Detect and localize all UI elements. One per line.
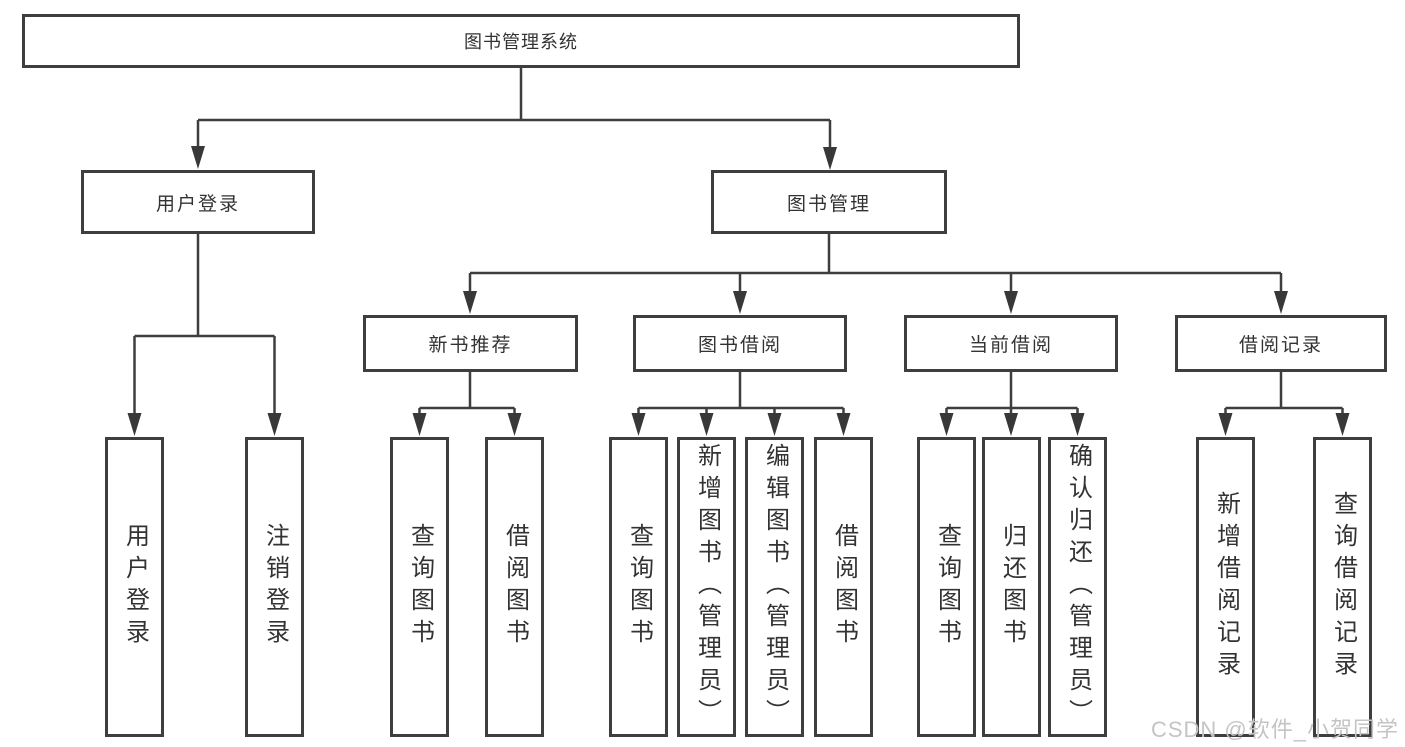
node-query-borrow-record: 查询借阅记录 [1313, 437, 1372, 737]
connector-current-borrowing [945, 372, 1079, 418]
node-query-books-borrowing: 查询图书 [609, 437, 668, 737]
node-return-books: 归还图书 [982, 437, 1041, 737]
node-edit-books-admin: 编辑图书（管理员） [745, 437, 804, 737]
node-add-borrow-record: 新增借阅记录 [1196, 437, 1255, 737]
node-logout-leaf: 注销登录 [245, 437, 304, 737]
node-book-borrowing: 图书借阅 [633, 315, 847, 372]
node-book-management-branch: 图书管理 [711, 170, 947, 234]
node-add-books-admin: 新增图书（管理员） [677, 437, 736, 737]
csdn-watermark: CSDN @软件_小贺同学 [1150, 717, 1399, 742]
node-borrow-books-recommendation: 借阅图书 [485, 437, 544, 737]
node-borrowing-records: 借阅记录 [1175, 315, 1387, 372]
node-query-books-current: 查询图书 [917, 437, 976, 737]
node-user-login-branch: 用户登录 [81, 170, 315, 234]
connector-borrowing-records [1224, 372, 1344, 418]
node-borrow-books-borrowing: 借阅图书 [814, 437, 873, 737]
node-current-borrowing: 当前借阅 [904, 315, 1118, 372]
node-new-book-recommendation: 新书推荐 [363, 315, 578, 372]
node-library-management-system: 图书管理系统 [22, 14, 1020, 68]
connector-new-book-recommendation [418, 372, 516, 418]
node-user-login-leaf: 用户登录 [105, 437, 164, 737]
connector-book-management-to-level3 [468, 234, 1283, 296]
node-confirm-return-admin: 确认归还（管理员） [1048, 437, 1107, 737]
arrowheads [127, 146, 1350, 436]
connector-user-login-to-leaves [133, 234, 276, 418]
connector-book-borrowing [637, 372, 845, 418]
node-query-books-recommendation: 查询图书 [390, 437, 449, 737]
connector-root-to-level2 [196, 68, 832, 151]
